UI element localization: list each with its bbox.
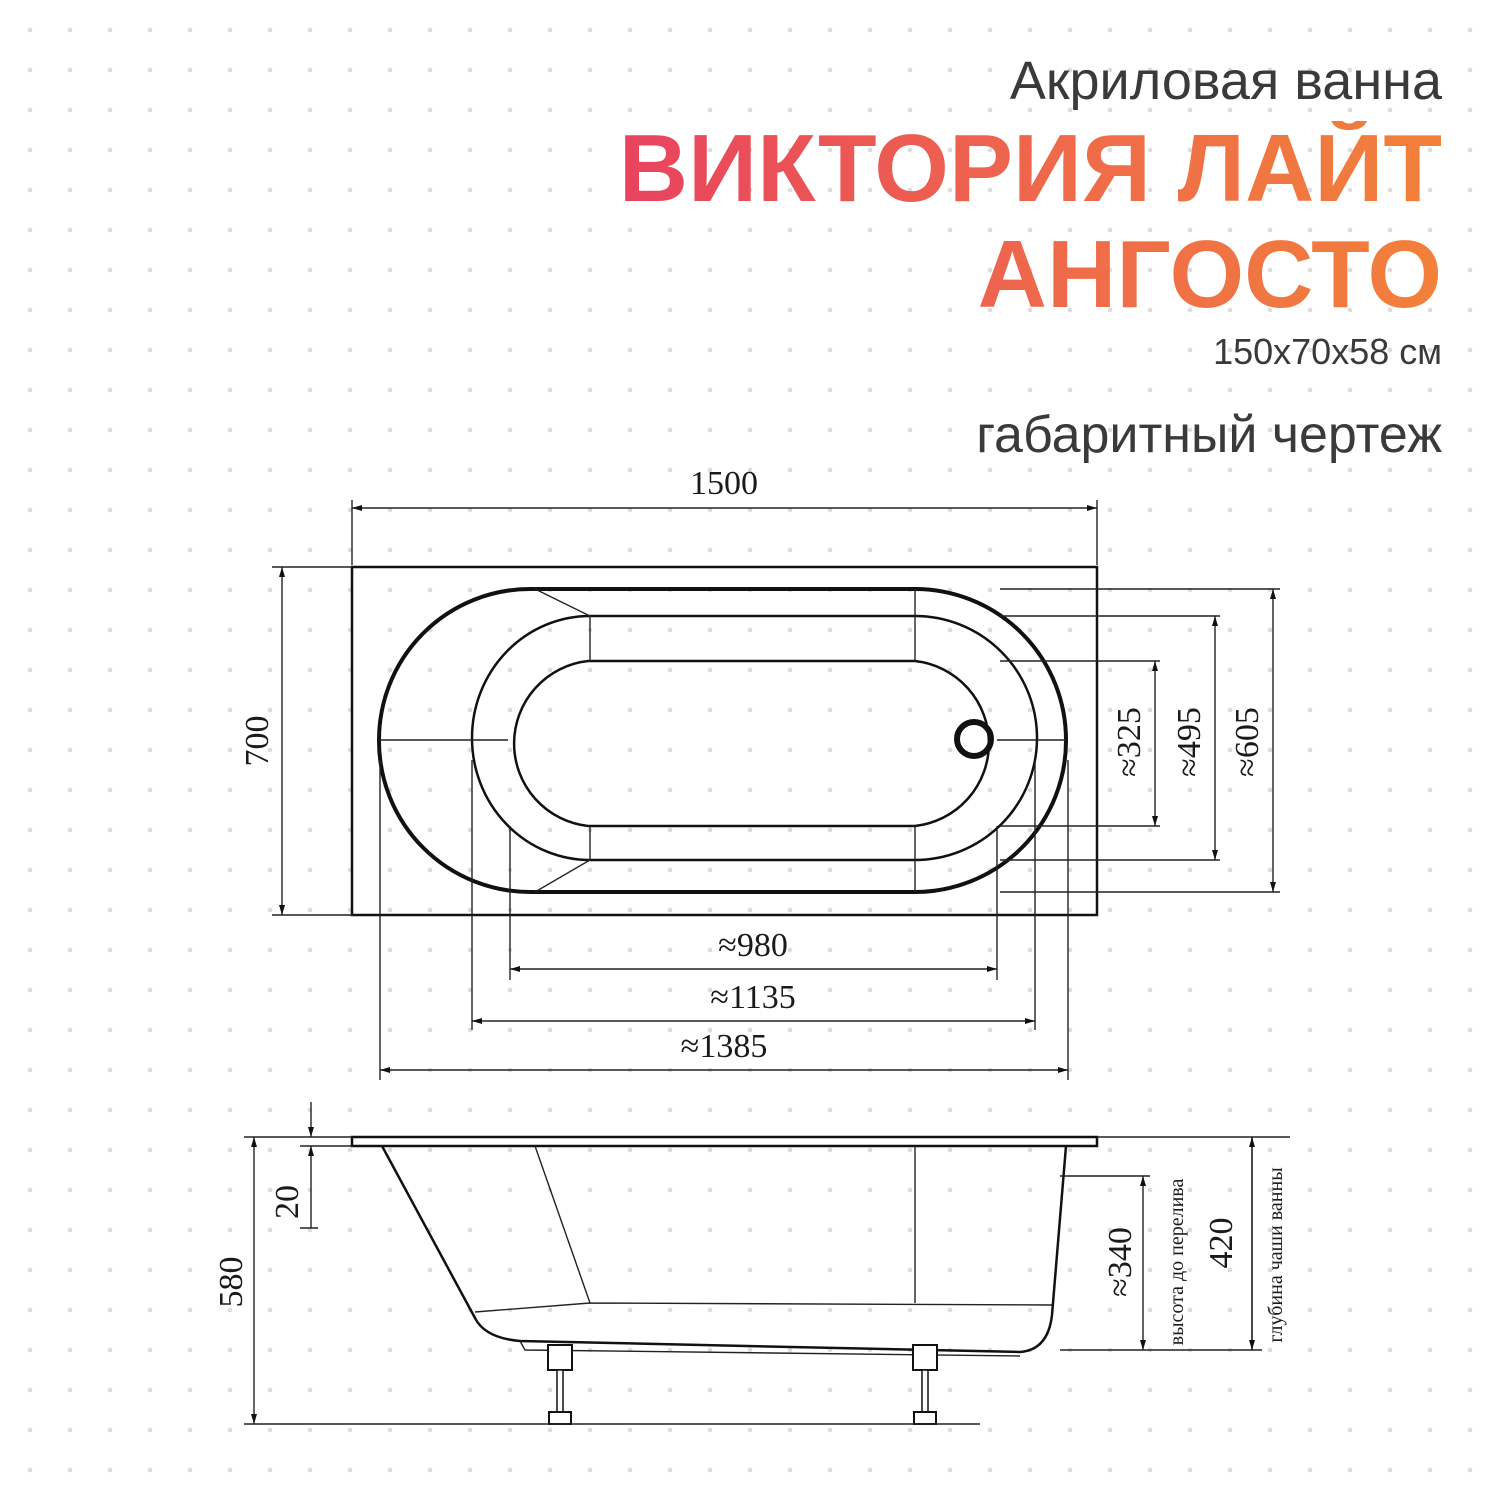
product-size: 150х70х58 см xyxy=(1213,331,1442,373)
bowl-bottom-contour xyxy=(512,659,991,828)
dim-mid-width-label: ≈495 xyxy=(1171,707,1208,777)
backrest-lines xyxy=(379,588,1066,893)
overflow-height-note: высота до перелива xyxy=(1166,1179,1188,1346)
tub-rim xyxy=(350,1135,1099,1148)
dim-bowl-depth-label: 420 xyxy=(1203,1218,1240,1269)
drawing-caption: габаритный чертеж xyxy=(976,406,1442,464)
header: Акриловая ванна ВИКТОРИЯ ЛАЙТ АНГОСТО 15… xyxy=(618,51,1442,373)
top-view: 1500 700 ≈980 ≈1135 ≈1385 ≈325 ≈495 ≈605 xyxy=(239,465,1280,1080)
bowl-inner-lines xyxy=(474,1145,1053,1357)
support-leg-right xyxy=(912,1344,938,1425)
drain-hole xyxy=(954,719,994,759)
product-name-line1: ВИКТОРИЯ ЛАЙТ xyxy=(618,115,1442,223)
dim-outer-length-label: ≈1385 xyxy=(681,1028,768,1065)
dim-length-label: 1500 xyxy=(690,465,758,502)
dim-total-height-label: 580 xyxy=(213,1257,250,1308)
side-view: 20 580 ≈340 высота до перелива 420 глуби… xyxy=(213,1102,1290,1425)
bowl-shelf-contour xyxy=(470,614,1039,862)
product-type: Акриловая ванна xyxy=(1009,51,1442,111)
dim-width-label: 700 xyxy=(239,716,276,767)
dim-bottom-width-label: ≈325 xyxy=(1111,707,1148,777)
dim-mid-length-label: ≈1135 xyxy=(710,979,795,1016)
dim-overflow-height-label: ≈340 xyxy=(1102,1227,1139,1297)
product-name-line2: АНГОСТО xyxy=(619,227,1442,323)
tub-outline xyxy=(350,565,1099,917)
dim-outer-width-label: ≈605 xyxy=(1229,707,1266,777)
bowl-body xyxy=(380,1145,1068,1354)
dim-rim-thickness-label: 20 xyxy=(269,1185,306,1219)
support-leg-left xyxy=(547,1344,573,1425)
dim-inner-length-label: ≈980 xyxy=(718,927,788,964)
bowl-depth-note: глубина чаши ванны xyxy=(1265,1167,1287,1342)
